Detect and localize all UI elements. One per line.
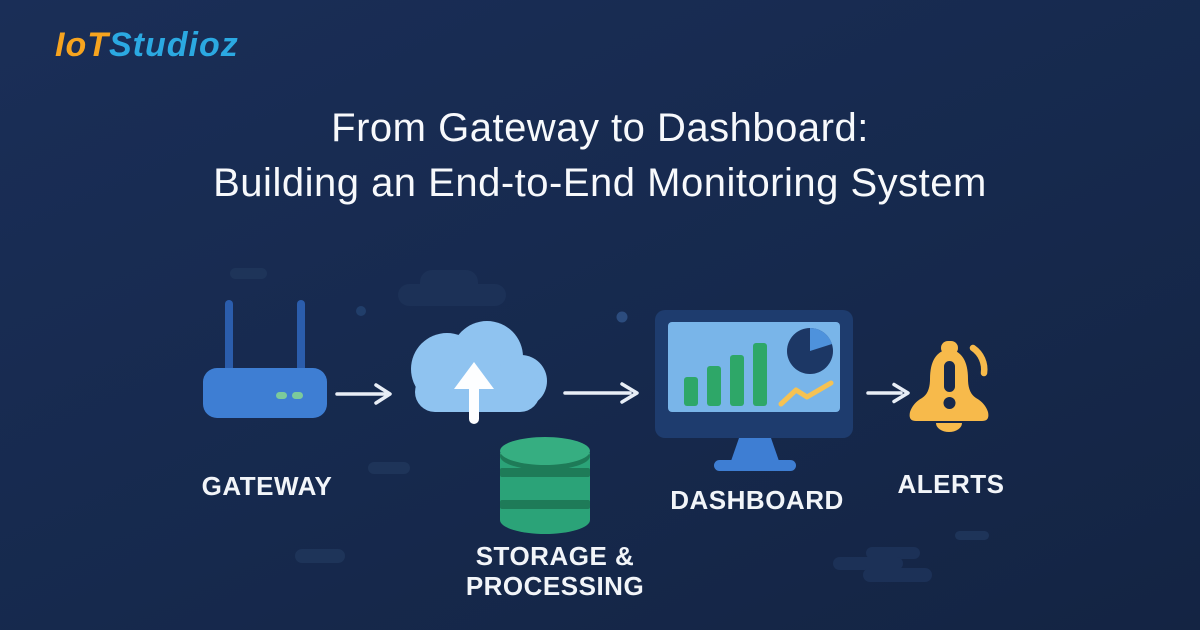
cloud-upload-icon bbox=[411, 321, 547, 424]
upload-arrow-icon bbox=[454, 362, 494, 424]
router-led bbox=[276, 392, 287, 399]
router-led bbox=[292, 392, 303, 399]
bell-clapper bbox=[936, 423, 962, 432]
database-band bbox=[500, 468, 590, 477]
logo-suffix: Studioz bbox=[108, 26, 239, 64]
database-top bbox=[500, 437, 590, 465]
database-band bbox=[500, 500, 590, 509]
monitor-charts-icon bbox=[655, 310, 853, 471]
router-icon bbox=[203, 300, 327, 418]
database-icon bbox=[500, 437, 590, 534]
arrow-right-icon bbox=[866, 382, 910, 404]
pie-chart-icon bbox=[787, 327, 833, 374]
line-chart-icon bbox=[778, 380, 834, 407]
alert-bell-icon bbox=[909, 341, 989, 432]
stage-label-storage-processing: STORAGE & PROCESSING bbox=[445, 541, 665, 601]
deco-dot bbox=[616, 311, 628, 323]
router-body bbox=[203, 368, 327, 418]
logo: IoTStudioz bbox=[55, 26, 239, 65]
page-title: From Gateway to Dashboard: Building an E… bbox=[0, 101, 1200, 211]
bar-chart-icon bbox=[684, 343, 767, 406]
title-line-1: From Gateway to Dashboard: bbox=[331, 106, 869, 150]
router-antenna bbox=[225, 300, 233, 372]
deco-pill bbox=[368, 462, 410, 474]
deco-pill bbox=[295, 549, 345, 563]
monitor-base bbox=[714, 460, 796, 471]
stage-label-dashboard: DASHBOARD bbox=[670, 485, 844, 515]
background-decorations bbox=[230, 268, 989, 582]
deco-pill bbox=[955, 531, 989, 540]
stage-label-storage-line1: STORAGE & bbox=[475, 541, 635, 571]
monitor-stand bbox=[731, 438, 779, 461]
arrow-right-icon bbox=[335, 383, 392, 405]
logo-prefix: IoT bbox=[55, 26, 109, 64]
arrow-right-icon bbox=[563, 382, 639, 404]
bell-ring-arc bbox=[969, 344, 988, 377]
deco-cloud bbox=[398, 270, 506, 306]
stage-label-storage-line2: PROCESSING bbox=[465, 571, 645, 601]
deco-cloud bbox=[833, 547, 932, 582]
exclamation-dot bbox=[943, 397, 956, 409]
title-line-2: Building an End-to-End Monitoring System bbox=[213, 161, 987, 205]
deco-dot bbox=[356, 306, 366, 316]
stage-label-gateway: GATEWAY bbox=[201, 471, 333, 501]
exclamation-bar bbox=[944, 361, 955, 392]
deco-pill bbox=[230, 268, 267, 279]
router-antenna bbox=[297, 300, 305, 372]
stage-label-alerts: ALERTS bbox=[897, 469, 1005, 499]
